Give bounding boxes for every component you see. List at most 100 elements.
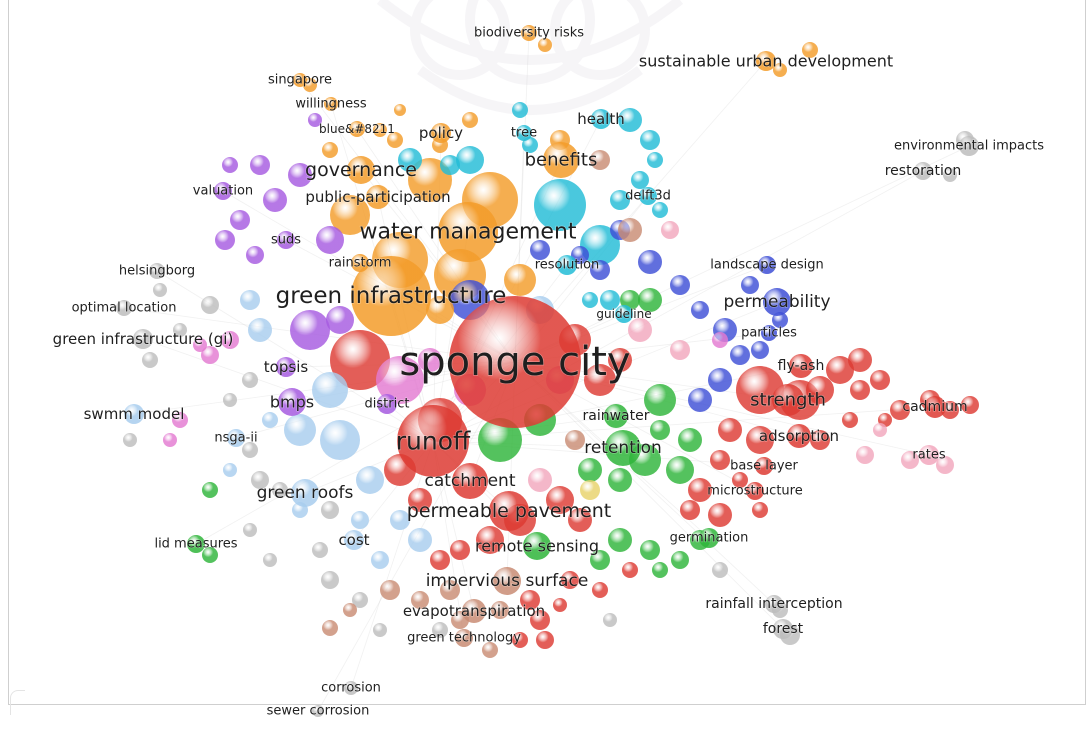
keyword-node[interactable] bbox=[489, 491, 529, 531]
keyword-label[interactable]: green infrastructure bbox=[275, 282, 507, 309]
keyword-node[interactable] bbox=[116, 300, 132, 316]
keyword-node[interactable] bbox=[133, 329, 153, 349]
keyword-label[interactable]: retention bbox=[584, 437, 663, 458]
keyword-node[interactable] bbox=[431, 123, 451, 143]
keyword-label[interactable]: tree bbox=[510, 125, 537, 141]
keyword-node[interactable] bbox=[756, 51, 776, 71]
keyword-node[interactable] bbox=[124, 404, 144, 424]
keyword-node[interactable] bbox=[523, 532, 551, 560]
keyword-label[interactable]: rainwater bbox=[582, 407, 650, 424]
keyword-label[interactable]: microstructure bbox=[707, 483, 804, 499]
keyword-node[interactable] bbox=[591, 109, 611, 129]
keyword-label[interactable]: germination bbox=[669, 530, 749, 546]
keyword-label[interactable]: bmps bbox=[269, 392, 314, 412]
keyword-label[interactable]: singapore bbox=[267, 72, 332, 88]
keyword-node[interactable] bbox=[377, 394, 397, 414]
keyword-node[interactable] bbox=[276, 357, 296, 377]
keyword-node[interactable] bbox=[604, 404, 628, 428]
keyword-node[interactable] bbox=[277, 231, 295, 249]
keyword-node[interactable] bbox=[746, 482, 764, 500]
keyword-label[interactable]: biodiversity risks bbox=[473, 25, 584, 41]
keyword-node[interactable] bbox=[615, 305, 633, 323]
keyword-label[interactable]: water management bbox=[359, 219, 578, 245]
keyword-node[interactable] bbox=[772, 384, 804, 416]
keyword-node[interactable] bbox=[344, 530, 364, 550]
keyword-label[interactable]: strength bbox=[749, 389, 826, 411]
keyword-label[interactable]: willingness bbox=[295, 96, 368, 112]
keyword-node[interactable] bbox=[462, 599, 486, 623]
keyword-node[interactable] bbox=[449, 296, 581, 428]
keyword-node[interactable] bbox=[699, 528, 719, 548]
keyword-label[interactable]: topsis bbox=[263, 357, 309, 376]
keyword-label[interactable]: base layer bbox=[730, 458, 800, 474]
keyword-label[interactable]: sustainable urban development bbox=[638, 51, 893, 71]
keyword-node[interactable] bbox=[516, 125, 532, 141]
keyword-node[interactable] bbox=[149, 263, 165, 279]
keyword-node[interactable] bbox=[521, 25, 537, 41]
keyword-label[interactable]: guideline bbox=[596, 306, 652, 321]
keyword-label[interactable]: resolution bbox=[534, 257, 600, 273]
keyword-label[interactable]: landscape design bbox=[710, 257, 825, 273]
keyword-label[interactable]: valuation bbox=[192, 183, 254, 199]
keyword-node[interactable] bbox=[291, 479, 319, 507]
keyword-label[interactable]: governance bbox=[304, 158, 417, 181]
keyword-node[interactable] bbox=[919, 445, 939, 465]
keyword-label[interactable]: policy bbox=[418, 123, 463, 142]
keyword-label[interactable]: particles bbox=[740, 325, 797, 341]
keyword-node[interactable] bbox=[455, 629, 473, 647]
keyword-node[interactable] bbox=[351, 254, 369, 272]
keyword-label[interactable]: nsga-ii bbox=[214, 430, 258, 446]
keyword-label[interactable]: lid measures bbox=[154, 536, 239, 552]
keyword-label[interactable]: impervious surface bbox=[425, 570, 589, 591]
keyword-label[interactable]: helsingborg bbox=[118, 263, 196, 279]
keyword-node[interactable] bbox=[761, 325, 777, 341]
keyword-label[interactable]: green infrastructure (gi) bbox=[52, 329, 234, 348]
keyword-node[interactable] bbox=[765, 595, 783, 613]
keyword-node[interactable] bbox=[758, 256, 776, 274]
keyword-label[interactable]: optimal location bbox=[71, 300, 177, 316]
keyword-label[interactable]: adsorption bbox=[758, 426, 839, 445]
keyword-label[interactable]: green technology bbox=[406, 630, 521, 646]
keyword-node[interactable] bbox=[349, 121, 365, 137]
keyword-node[interactable] bbox=[924, 396, 946, 418]
keyword-label[interactable]: green roofs bbox=[256, 482, 354, 503]
keyword-node[interactable] bbox=[278, 388, 306, 416]
keyword-node[interactable] bbox=[493, 567, 521, 595]
keyword-node[interactable] bbox=[187, 535, 205, 553]
keyword-node[interactable] bbox=[787, 424, 811, 448]
keyword-label[interactable]: rainstorm bbox=[328, 255, 392, 271]
keyword-label[interactable]: catchment bbox=[424, 470, 517, 491]
keyword-node[interactable] bbox=[351, 256, 431, 336]
keyword-label[interactable]: cost bbox=[338, 530, 370, 549]
keyword-node[interactable] bbox=[347, 156, 375, 184]
keyword-node[interactable] bbox=[214, 182, 232, 200]
keyword-node[interactable] bbox=[452, 463, 488, 499]
keyword-node[interactable] bbox=[324, 97, 338, 111]
keyword-label[interactable]: remote sensing bbox=[474, 536, 599, 556]
keyword-label[interactable]: swmm model bbox=[83, 404, 185, 423]
keyword-node[interactable] bbox=[543, 142, 579, 178]
keyword-node[interactable] bbox=[557, 255, 577, 275]
keyword-label[interactable]: evapotranspiration bbox=[402, 601, 546, 620]
keyword-node[interactable] bbox=[959, 136, 979, 156]
keyword-label[interactable]: rainfall interception bbox=[705, 595, 843, 612]
keyword-label[interactable]: forest bbox=[762, 620, 804, 637]
keyword-label[interactable]: public-participation bbox=[305, 187, 452, 206]
keyword-label[interactable]: permeability bbox=[723, 291, 831, 312]
keyword-label[interactable]: permeable pavement bbox=[406, 499, 612, 522]
keyword-label[interactable]: benefits bbox=[524, 149, 598, 171]
keyword-label[interactable]: corrosion bbox=[320, 680, 381, 696]
keyword-label[interactable]: sponge city bbox=[399, 338, 631, 385]
keyword-label[interactable]: cadmium bbox=[902, 398, 968, 415]
keyword-node[interactable] bbox=[773, 619, 793, 639]
keyword-label[interactable]: environmental impacts bbox=[893, 138, 1044, 154]
keyword-label[interactable]: blue&#8211 bbox=[318, 121, 395, 136]
keyword-node[interactable] bbox=[312, 705, 324, 717]
keyword-node[interactable] bbox=[397, 405, 469, 477]
keyword-node[interactable] bbox=[755, 457, 773, 475]
keyword-label[interactable]: runoff bbox=[395, 426, 471, 456]
keyword-node[interactable] bbox=[605, 430, 641, 466]
keyword-node[interactable] bbox=[344, 681, 358, 695]
keyword-node[interactable] bbox=[438, 202, 498, 262]
keyword-label[interactable]: delft3d bbox=[624, 188, 671, 204]
